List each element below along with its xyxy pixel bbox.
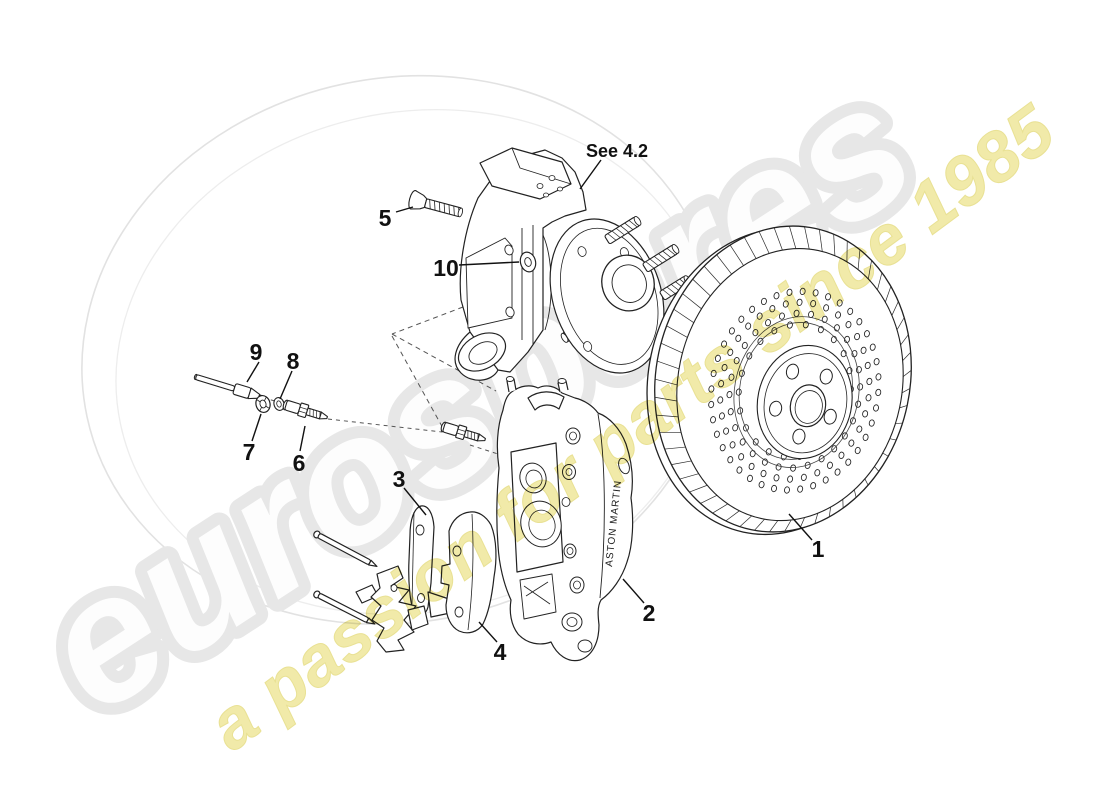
part-label-7: 7 (243, 439, 256, 465)
bolt-5-drawing (408, 189, 464, 218)
pad-pin-drawing (313, 530, 378, 567)
hub-bore (601, 254, 655, 312)
part-label-8: 8 (287, 348, 300, 374)
part-label-4: 4 (494, 639, 507, 665)
part-label-10: 10 (433, 255, 459, 281)
brake-pads-drawing (313, 505, 497, 653)
see-note-label: See 4.2 (586, 141, 648, 161)
bleed-screw-6-drawing (282, 399, 328, 420)
caliper-drawing: ASTON MARTIN (496, 376, 634, 662)
hub-washer-10-drawing (519, 251, 537, 273)
part-label-6: 6 (293, 450, 306, 476)
part-label-3: 3 (393, 466, 406, 492)
pad-4-drawing (440, 511, 497, 634)
part-label-2: 2 (643, 600, 656, 626)
part-label-1: 1 (812, 536, 825, 562)
part-label-5: 5 (379, 205, 392, 231)
wheel-studs-near (604, 216, 692, 301)
leader-lines (246, 159, 813, 643)
part-label-9: 9 (250, 339, 263, 365)
bleed-screw-caliper-drawing (440, 421, 486, 442)
washer-7-drawing (255, 394, 271, 414)
brake-disc-drawing (646, 225, 912, 536)
part-number-labels: See 4.2 1 2 3 4 5 6 7 8 9 10 (243, 141, 825, 665)
pipe-9-drawing (193, 373, 266, 401)
pad-clip-drawing (355, 565, 429, 653)
pad-pin-drawing (313, 590, 376, 625)
pad-3-drawing (408, 505, 456, 618)
